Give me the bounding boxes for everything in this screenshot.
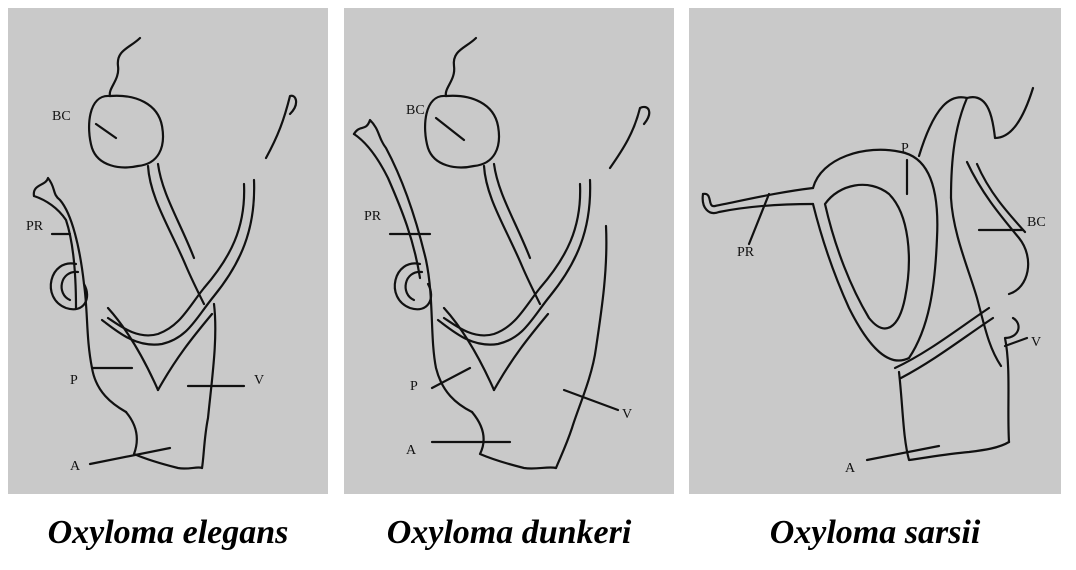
penis-sac-inner <box>825 185 909 329</box>
atrium <box>126 412 202 469</box>
diagram-panel-dunkeri: BC PR P V A <box>344 8 674 494</box>
label-p: P <box>901 141 909 156</box>
label-p: P <box>410 379 418 394</box>
oviduct-outer <box>108 184 244 335</box>
leader-bc <box>436 118 464 140</box>
albumen-duct <box>610 107 649 168</box>
label-pr: PR <box>737 245 755 260</box>
label-bc: BC <box>406 103 425 118</box>
genitalia-drawing-sarsii: P PR BC V A <box>689 8 1061 494</box>
leader-pr <box>749 194 769 244</box>
label-v: V <box>622 407 632 422</box>
genitalia-drawing-elegans: BC PR P V A <box>8 8 328 494</box>
species-caption-elegans: Oxyloma elegans <box>8 514 328 552</box>
vagina-right <box>556 226 606 468</box>
label-a: A <box>70 459 81 474</box>
albumen-duct <box>266 96 296 158</box>
genitalia-drawing-dunkeri: BC PR P V A <box>344 8 674 494</box>
label-v: V <box>1031 335 1041 350</box>
penis-sac-outer <box>813 150 937 361</box>
penis-left <box>354 120 472 412</box>
atrium <box>472 412 556 469</box>
bursa-copulatrix <box>425 96 499 168</box>
label-bc: BC <box>52 109 71 124</box>
label-a: A <box>845 461 856 476</box>
atrium <box>899 372 1009 460</box>
leader-v <box>564 390 618 410</box>
bc-duct-top <box>110 38 140 96</box>
label-v: V <box>254 373 264 388</box>
bc-duct-down <box>148 166 204 304</box>
oviduct-outer <box>444 184 580 335</box>
diagram-panel-elegans: BC PR P V A <box>8 8 328 494</box>
epiphallus-loop <box>395 263 431 309</box>
label-a: A <box>406 443 417 458</box>
vagina-right <box>1005 318 1019 442</box>
bc-duct <box>967 162 1028 294</box>
bc-duct-down <box>484 166 540 304</box>
leader-v <box>1005 338 1027 346</box>
bc-duct-top <box>446 38 476 96</box>
diagram-panel-sarsii: P PR BC V A <box>689 8 1061 494</box>
duct-converge-1 <box>108 308 158 390</box>
albumen-area <box>967 88 1033 138</box>
penis-right <box>34 196 76 308</box>
label-bc: BC <box>1027 215 1046 230</box>
oviduct-left <box>919 97 967 198</box>
bursa-copulatrix <box>89 96 163 168</box>
label-p: P <box>70 373 78 388</box>
bc-duct-2 <box>977 164 1025 232</box>
species-caption-sarsii: Oxyloma sarsii <box>689 514 1061 552</box>
leader-bc <box>96 124 116 138</box>
label-pr: PR <box>364 209 382 224</box>
duct-converge-2 <box>158 314 212 390</box>
species-caption-dunkeri: Oxyloma dunkeri <box>344 514 674 552</box>
label-pr: PR <box>26 219 44 234</box>
penis-left <box>34 178 126 412</box>
duct-converge-2 <box>494 314 548 390</box>
